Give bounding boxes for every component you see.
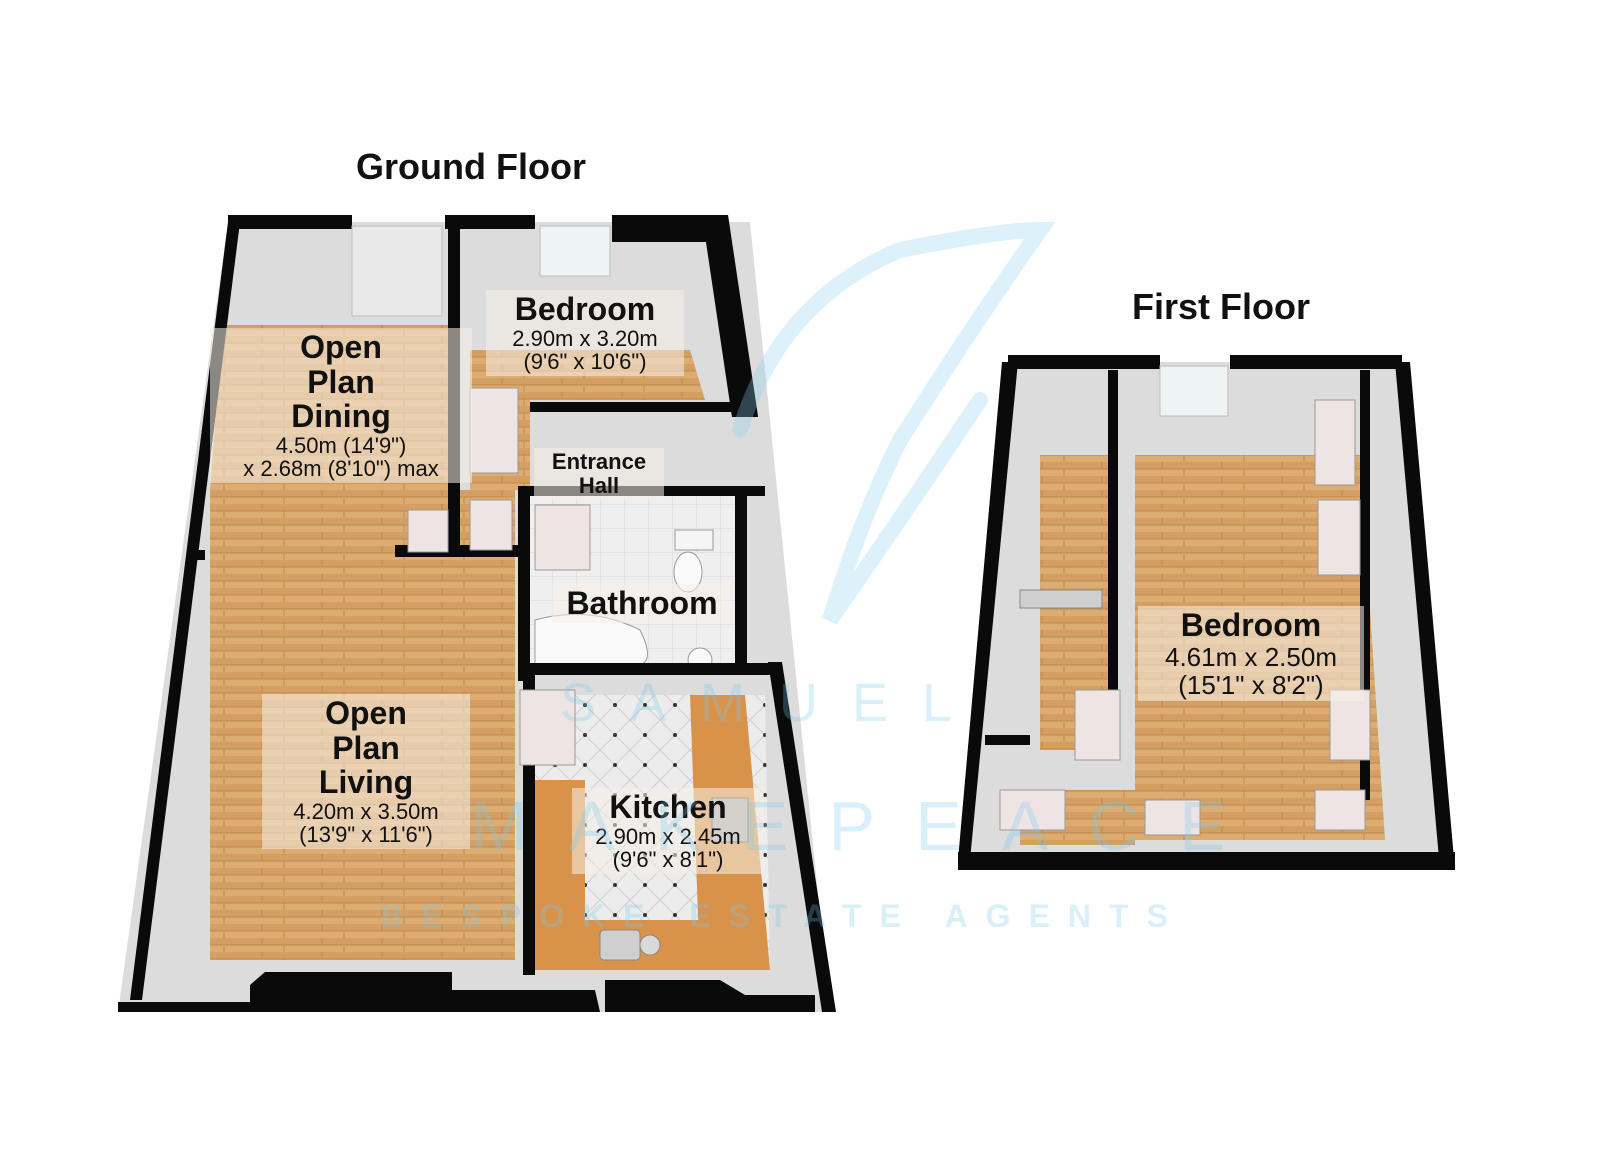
ground-floor-title: Ground Floor xyxy=(356,146,586,187)
room-dimensions: (9'6" x 10'6") xyxy=(523,349,647,375)
room-name: Dining xyxy=(291,398,391,435)
room-dimensions: (13'9" x 11'6") xyxy=(299,822,433,848)
room-label-bathroom: Bathroom xyxy=(552,584,732,623)
room-dimensions: (9'6" x 8'1") xyxy=(612,847,724,873)
room-name: Open xyxy=(300,329,382,365)
room-dimensions: (15'1" x 8'2") xyxy=(1178,669,1324,700)
room-dimensions: 2.90m x 3.20m xyxy=(512,325,658,351)
room-name: Bathroom xyxy=(566,585,718,621)
room-dimensions: 4.50m (14'9") xyxy=(275,432,407,458)
watermark-monogram xyxy=(732,221,1056,625)
room-label-open-plan-living: Open Plan Living 4.20m x 3.50m (13'9" x … xyxy=(262,694,470,850)
room-name: Hall xyxy=(578,472,620,498)
room-name: Living xyxy=(318,764,414,801)
room-label-first-floor-bedroom: Bedroom 4.61m x 2.50m (15'1" x 8'2") xyxy=(1138,606,1364,701)
room-name: Entrance xyxy=(551,449,647,474)
room-name: Bedroom xyxy=(514,291,656,327)
room-name: Plan xyxy=(332,729,400,766)
room-name: Plan xyxy=(307,363,375,400)
room-name: Kitchen xyxy=(609,789,727,825)
first-floor-title: First Floor xyxy=(1132,286,1310,327)
room-dimensions: x 2.68m (8'10") max xyxy=(243,456,439,482)
room-dimensions: 4.20m x 3.50m xyxy=(293,798,439,824)
room-name: Open xyxy=(325,695,407,731)
room-label-entrance-hall: Entrance Hall xyxy=(534,448,664,500)
room-dimensions: 4.61m x 2.50m xyxy=(1165,641,1337,672)
room-dimensions: 2.90m x 2.45m xyxy=(595,823,741,849)
room-label-kitchen: Kitchen 2.90m x 2.45m (9'6" x 8'1") xyxy=(572,788,764,875)
room-label-open-plan-dining: Open Plan Dining 4.50m (14'9") x 2.68m (… xyxy=(210,328,472,484)
room-name: Bedroom xyxy=(1180,607,1322,643)
room-label-ground-bedroom: Bedroom 2.90m x 3.20m (9'6" x 10'6") xyxy=(486,290,684,377)
